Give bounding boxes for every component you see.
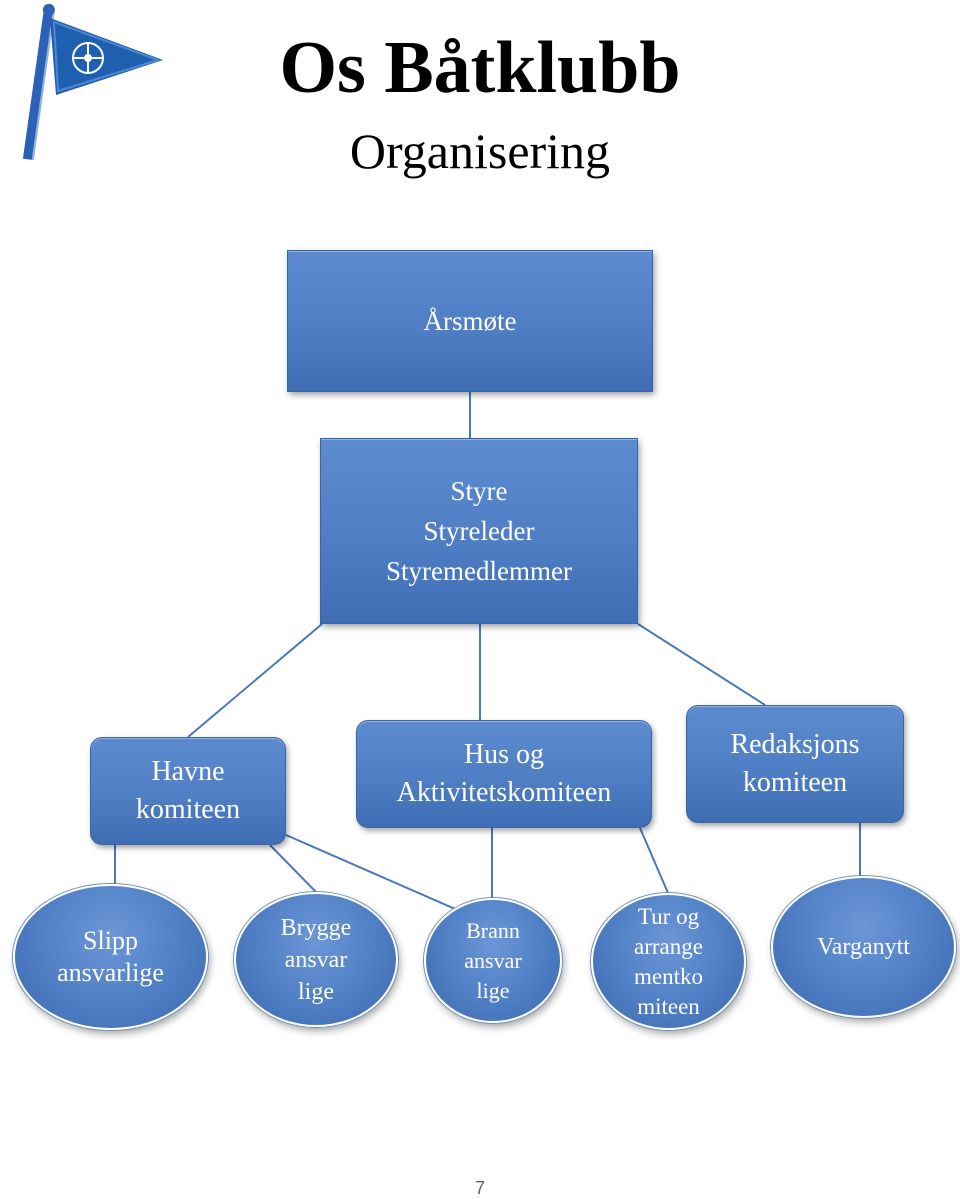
node-brygge-line-1: Brygge <box>280 914 352 941</box>
node-tur-og-arrangementkomiteen: Tur og arrange mentko miteen <box>591 893 746 1030</box>
page-title: Os Båtklubb <box>279 27 681 109</box>
node-aarsmote: Årsmøte <box>287 250 653 392</box>
node-hus-og-aktivitetskomiteen: Hus og Aktivitetskomiteen <box>356 720 652 828</box>
node-redaksjon-line-2: komiteen <box>742 767 848 798</box>
node-varganytt: Varganytt <box>771 876 956 1018</box>
node-redaksjon-line-1: Redaksjons <box>730 729 860 760</box>
node-tur-line-4: miteen <box>637 993 700 1019</box>
connector-hus-tur <box>639 827 669 894</box>
node-slipp-ansvarlige: Slipp ansvarlige <box>13 884 208 1030</box>
node-hus-line-1: Hus og <box>463 739 545 770</box>
node-brann-ansvarlige: Brann ansvar lige <box>424 898 562 1023</box>
node-varganytt-label: Varganytt <box>817 934 910 960</box>
node-aarsmote-label: Årsmøte <box>423 305 517 336</box>
node-redaksjonskomiteen: Redaksjons komiteen <box>686 705 904 823</box>
node-havnekomiteen: Havne komiteen <box>90 737 286 845</box>
node-brygge-line-2: ansvar <box>284 946 348 973</box>
node-havne-line-2: komiteen <box>135 794 241 825</box>
node-brygge-ansvarlige: Brygge ansvar lige <box>234 892 398 1027</box>
node-styre-line-3: Styremedlemmer <box>386 556 572 586</box>
connector-havne-brann <box>285 834 463 913</box>
page-subtitle: Organisering <box>349 123 611 179</box>
node-tur-line-3: mentko <box>634 963 703 989</box>
node-tur-line-1: Tur og <box>637 903 700 929</box>
club-pennant-logo-icon <box>22 3 163 161</box>
node-brygge-line-3: lige <box>298 978 334 1005</box>
connector-styre-havne <box>187 623 323 738</box>
node-styre-line-2: Styreleder <box>423 516 535 546</box>
node-brann-line-3: lige <box>476 977 510 1003</box>
node-brann-line-2: ansvar <box>464 947 522 973</box>
node-styre: Styre Styreleder Styremedlemmer <box>320 438 638 624</box>
connector-styre-redaksjon <box>637 623 766 706</box>
node-hus-line-2: Aktivitetskomiteen <box>396 777 612 808</box>
node-brann-line-1: Brann <box>466 917 520 943</box>
node-tur-line-2: arrange <box>634 933 703 959</box>
node-slipp-line-2: ansvarlige <box>57 958 164 987</box>
node-slipp-line-1: Slipp <box>83 926 138 955</box>
page-number: 7 <box>474 1178 485 1198</box>
node-havne-line-1: Havne <box>151 756 225 787</box>
connector-havne-brygge <box>269 844 317 893</box>
node-styre-line-1: Styre <box>450 476 508 506</box>
